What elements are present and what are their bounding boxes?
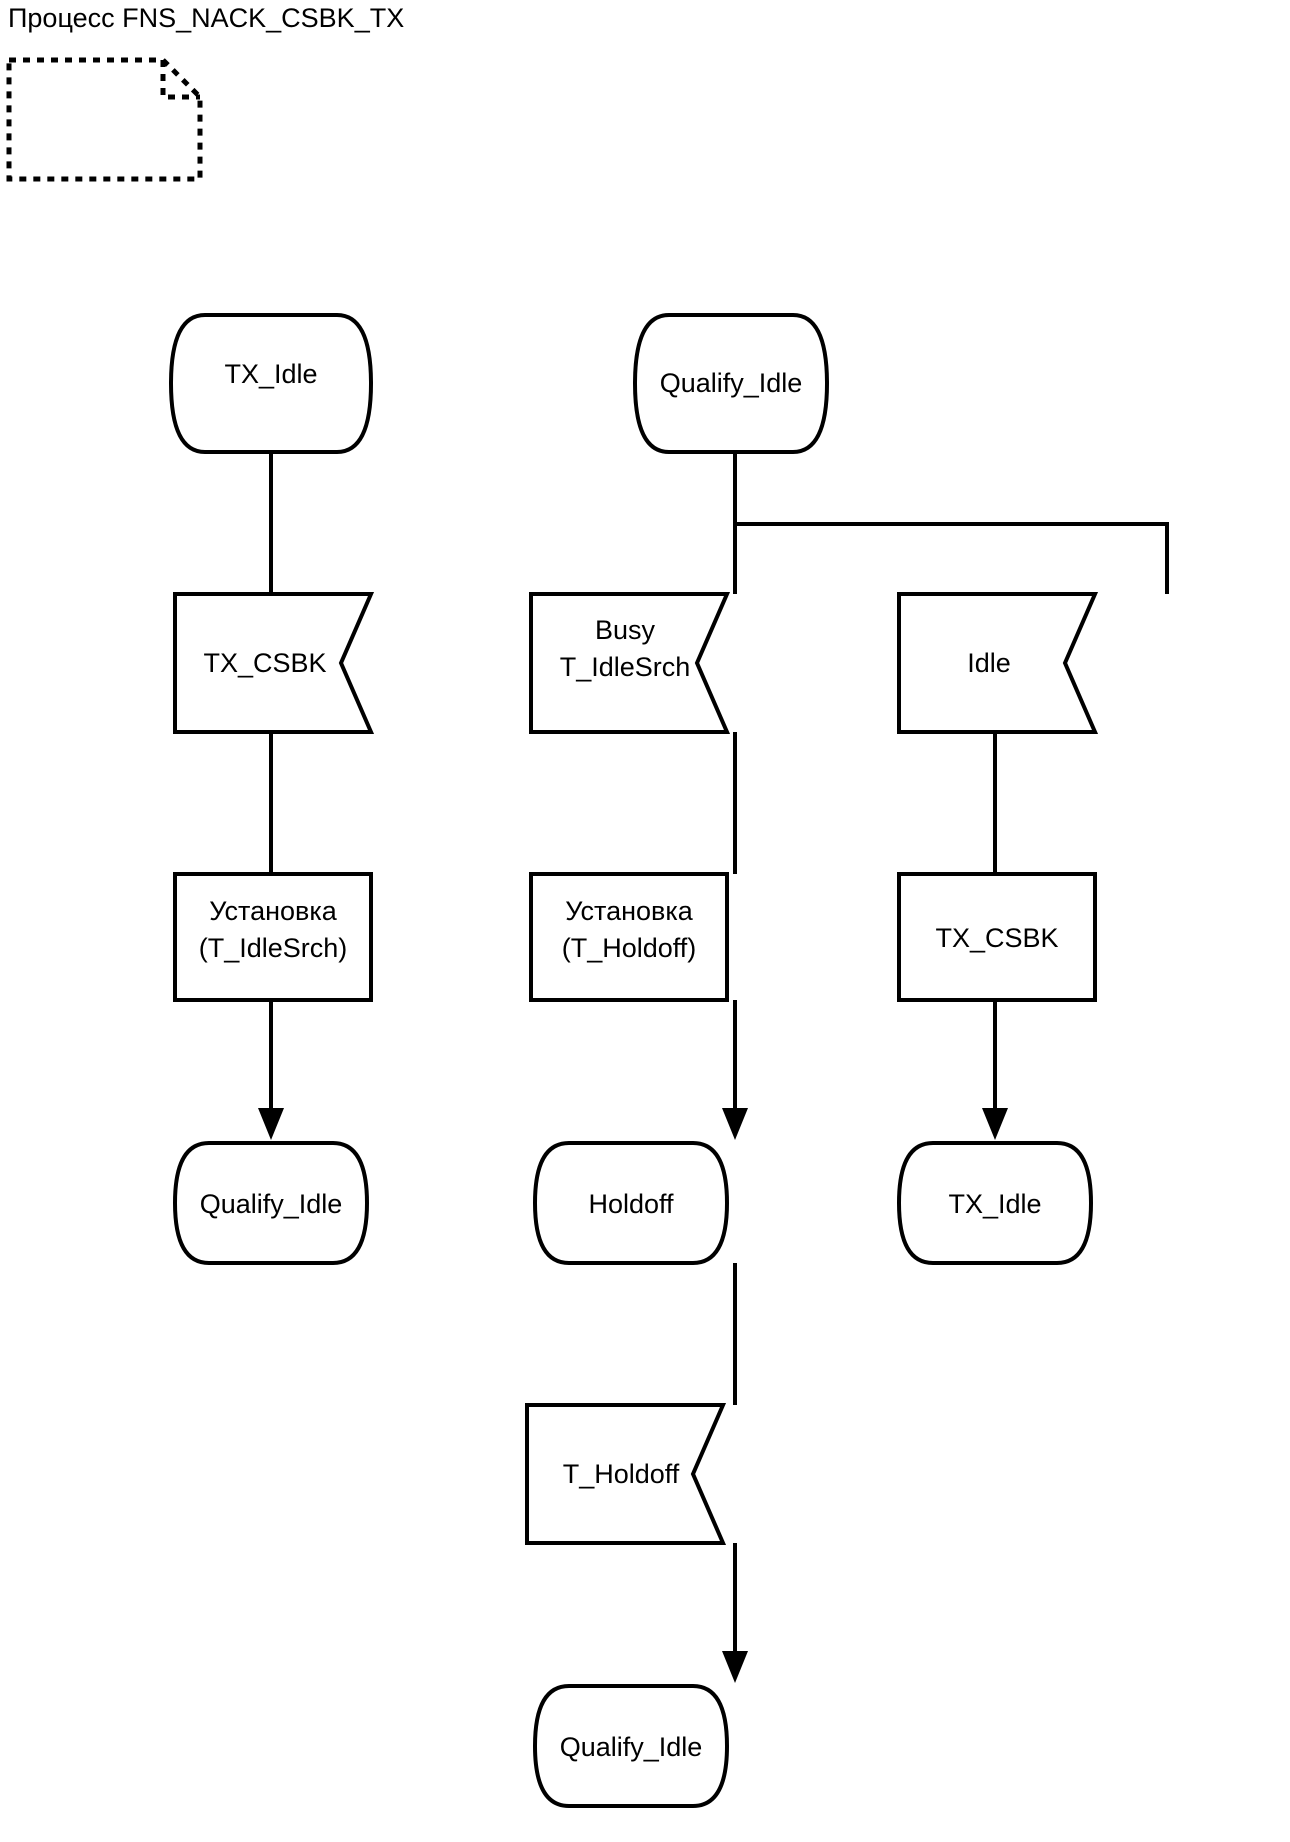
text-extension-symbol <box>6 57 203 182</box>
task-label-line2: (T_Holdoff) <box>562 933 697 963</box>
connector-right-2 <box>982 1000 1008 1140</box>
state-label: Qualify_Idle <box>200 1189 343 1219</box>
state-label: Qualify_Idle <box>560 1732 703 1762</box>
task-label-line1: Установка <box>209 896 338 926</box>
input-label: Idle <box>967 648 1011 678</box>
state-tx-idle-right[interactable]: TX_Idle <box>896 1141 1094 1265</box>
input-t-holdoff[interactable]: T_Holdoff <box>525 1403 727 1545</box>
state-holdoff[interactable]: Holdoff <box>532 1141 730 1265</box>
state-label: Holdoff <box>588 1189 674 1219</box>
input-tx-csbk-left[interactable]: TX_CSBK <box>173 592 375 734</box>
input-label: TX_CSBK <box>203 648 326 678</box>
state-qualify-idle-mid[interactable]: Qualify_Idle <box>632 313 830 454</box>
input-busy-t-idlesrch[interactable]: Busy T_IdleSrch <box>529 592 731 734</box>
input-label: T_Holdoff <box>563 1459 680 1489</box>
state-label: Qualify_Idle <box>660 368 803 398</box>
task-label-line2: (T_IdleSrch) <box>199 933 348 963</box>
state-label: TX_Idle <box>948 1189 1041 1219</box>
task-set-idlesrch[interactable]: Установка (T_IdleSrch) <box>173 872 373 1002</box>
input-label-line1: Busy <box>595 615 656 645</box>
task-label-line1: Установка <box>565 896 694 926</box>
connector-mid-3 <box>722 1000 748 1140</box>
page-title: Процесс FNS_NACK_CSBK_TX <box>8 3 405 33</box>
input-idle[interactable]: Idle <box>897 592 1099 734</box>
state-qualify-idle-bottom[interactable]: Qualify_Idle <box>532 1684 730 1808</box>
connector-mid-5 <box>722 1543 748 1683</box>
connector-left-3 <box>258 1000 284 1140</box>
state-label: TX_Idle <box>224 359 317 389</box>
state-tx-idle-left[interactable]: TX_Idle <box>168 313 374 454</box>
connector-mid-1 <box>733 452 1169 594</box>
input-label-line2: T_IdleSrch <box>560 652 691 682</box>
task-tx-csbk[interactable]: TX_CSBK <box>897 872 1097 1002</box>
state-qualify-idle-left[interactable]: Qualify_Idle <box>172 1141 370 1265</box>
task-label: TX_CSBK <box>935 923 1058 953</box>
task-set-holdoff[interactable]: Установка (T_Holdoff) <box>529 872 729 1002</box>
